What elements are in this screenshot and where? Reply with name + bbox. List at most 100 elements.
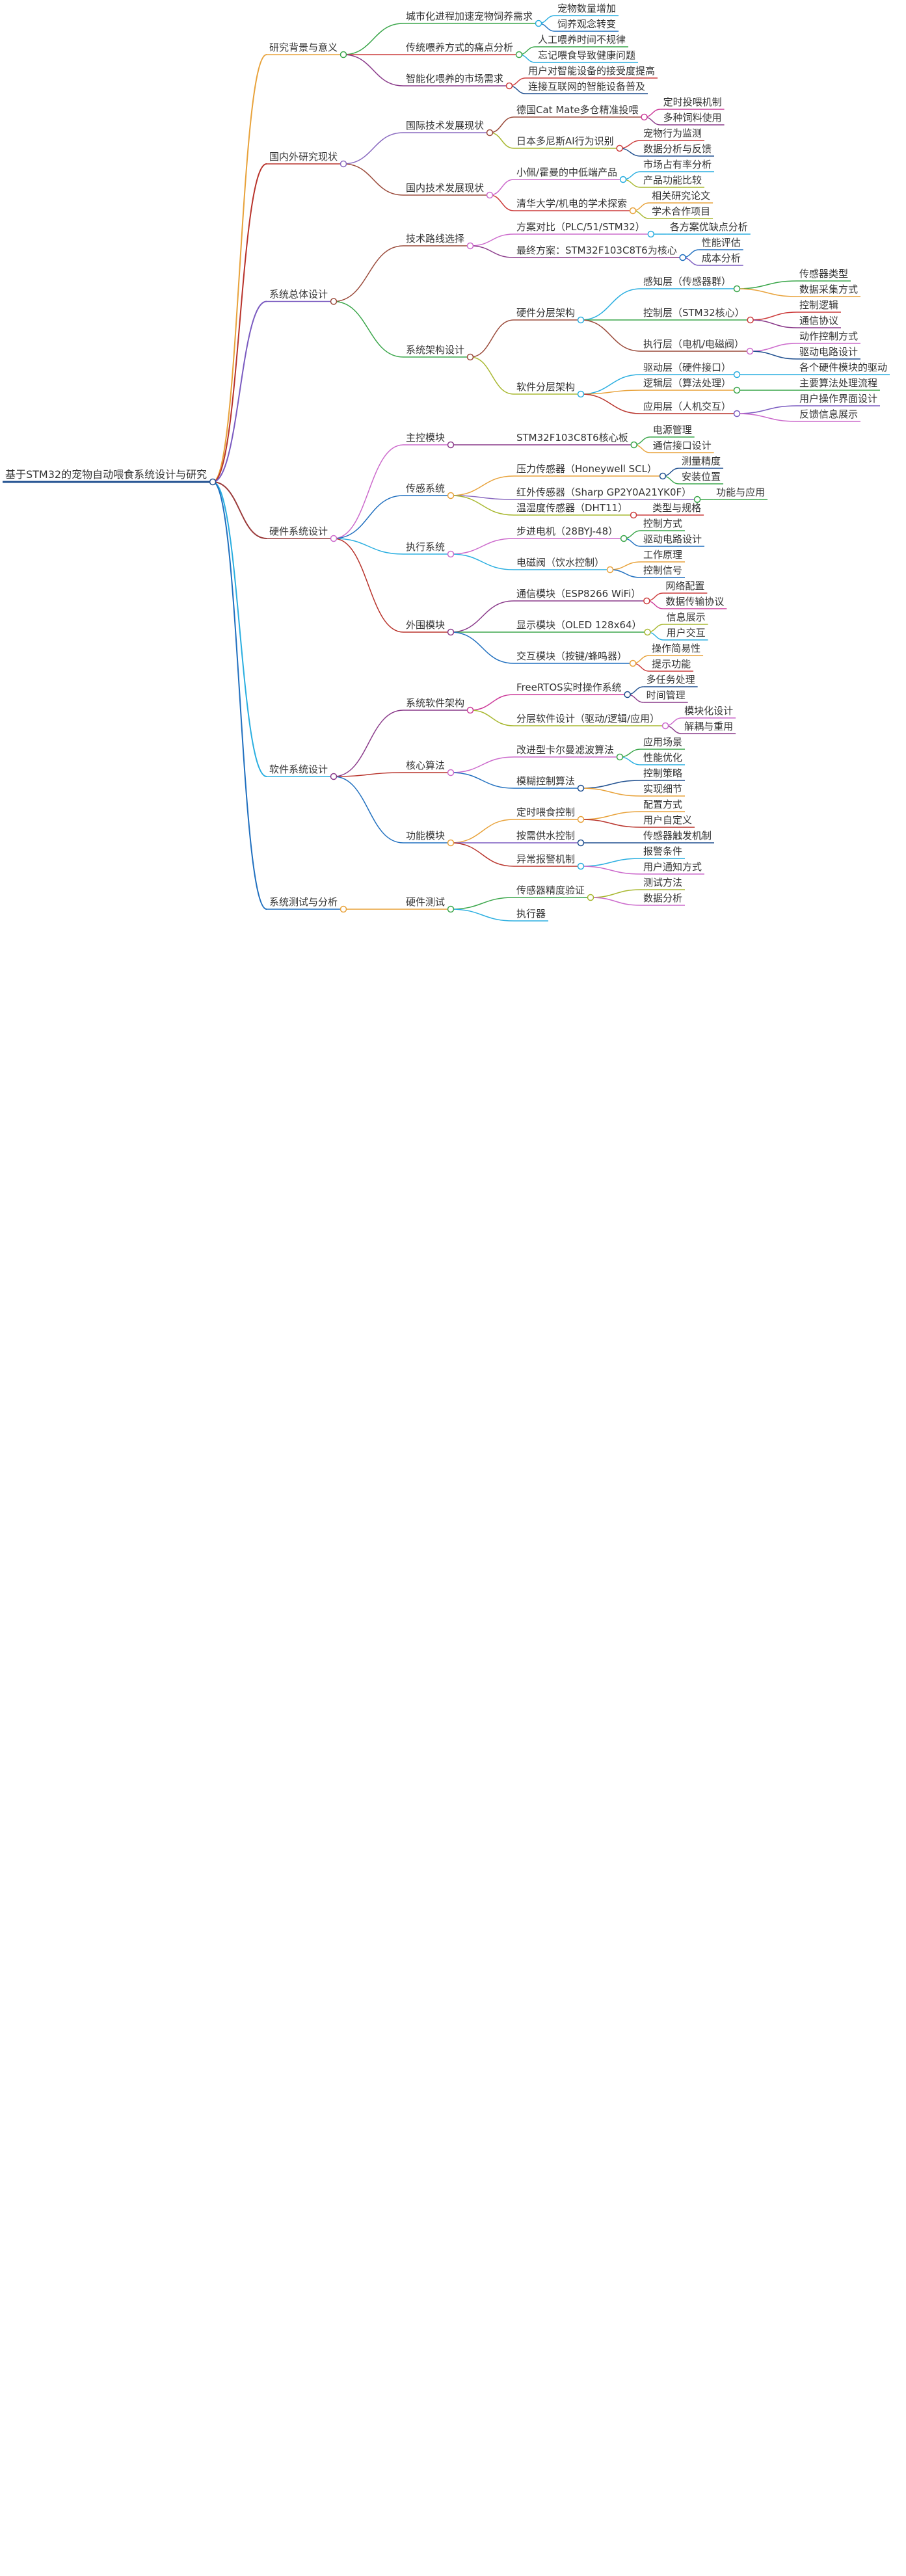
topic-node[interactable]: 系统总体设计 — [267, 289, 338, 305]
topic-node[interactable]: 传感器精度验证 — [514, 884, 594, 901]
topic-node[interactable]: 多种饲料使用 — [660, 112, 725, 126]
topic-node[interactable]: 交互模块（按键/蜂鸣器） — [514, 650, 637, 667]
topic-node[interactable]: 提示功能 — [649, 658, 694, 672]
collapse-toggle-icon[interactable] — [693, 496, 701, 503]
topic-node[interactable]: 外围模块 — [403, 619, 455, 636]
topic-node[interactable]: 模块化设计 — [682, 705, 736, 719]
topic-node[interactable]: 德国Cat Mate多仓精准投喂 — [514, 104, 648, 121]
collapse-toggle-icon[interactable] — [606, 566, 614, 574]
collapse-toggle-icon[interactable] — [447, 550, 455, 558]
topic-node[interactable]: 逻辑层（算法处理） — [641, 377, 741, 394]
topic-node[interactable]: 控制信号 — [641, 564, 686, 578]
topic-node[interactable]: 多任务处理 — [643, 674, 698, 687]
collapse-toggle-icon[interactable] — [340, 905, 347, 913]
topic-node[interactable]: 控制方式 — [641, 518, 686, 531]
collapse-toggle-icon[interactable] — [619, 176, 627, 183]
topic-node[interactable]: 清华大学/机电的学术探索 — [514, 198, 637, 215]
collapse-toggle-icon[interactable] — [624, 691, 631, 698]
topic-node[interactable]: 工作原理 — [641, 549, 686, 563]
topic-node[interactable]: 城市化进程加速宠物饲养需求 — [403, 10, 542, 27]
topic-node[interactable]: 执行层（电机/电磁阀） — [641, 338, 754, 355]
topic-node[interactable]: 传感器类型 — [797, 268, 851, 282]
topic-node[interactable]: 信息展示 — [663, 611, 708, 625]
collapse-toggle-icon[interactable] — [577, 316, 585, 324]
collapse-toggle-icon[interactable] — [616, 753, 624, 761]
collapse-toggle-icon[interactable] — [340, 160, 347, 168]
collapse-toggle-icon[interactable] — [486, 191, 494, 199]
topic-node[interactable]: 安装位置 — [679, 471, 724, 485]
collapse-toggle-icon[interactable] — [330, 535, 338, 542]
collapse-toggle-icon[interactable] — [661, 722, 669, 730]
topic-node[interactable]: 方案对比（PLC/51/STM32） — [514, 221, 655, 238]
topic-node[interactable]: 系统架构设计 — [403, 344, 474, 361]
collapse-toggle-icon[interactable] — [647, 230, 655, 238]
topic-node[interactable]: 日本多尼斯AI行为识别 — [514, 135, 623, 152]
topic-node[interactable]: 研究背景与意义 — [267, 42, 347, 59]
topic-node[interactable]: 实现细节 — [641, 783, 686, 797]
collapse-toggle-icon[interactable] — [679, 254, 686, 261]
topic-node[interactable]: 市场占有率分析 — [641, 159, 715, 172]
topic-node[interactable]: 用户自定义 — [641, 814, 695, 828]
topic-node[interactable]: 连接互联网的智能设备普及 — [526, 81, 648, 94]
collapse-toggle-icon[interactable] — [577, 390, 585, 398]
topic-node[interactable]: 应用层（人机交互） — [641, 401, 741, 418]
topic-node[interactable]: 时间管理 — [643, 689, 688, 703]
collapse-toggle-icon[interactable] — [330, 298, 338, 305]
collapse-toggle-icon[interactable] — [535, 20, 542, 27]
topic-node[interactable]: 执行系统 — [403, 541, 455, 558]
topic-node[interactable]: FreeRTOS实时操作系统 — [514, 682, 631, 698]
topic-node[interactable]: 驱动层（硬件接口） — [641, 362, 741, 378]
topic-node[interactable]: 软件分层架构 — [514, 381, 585, 398]
topic-node[interactable]: 分层软件设计（驱动/逻辑/应用） — [514, 713, 669, 730]
topic-node[interactable]: 定时喂食控制 — [514, 806, 585, 823]
topic-node[interactable]: 模糊控制算法 — [514, 775, 585, 792]
collapse-toggle-icon[interactable] — [466, 353, 474, 361]
collapse-toggle-icon[interactable] — [620, 535, 628, 542]
topic-node[interactable]: 硬件系统设计 — [267, 525, 338, 542]
topic-node[interactable]: 硬件测试 — [403, 896, 455, 913]
collapse-toggle-icon[interactable] — [330, 773, 338, 780]
topic-node[interactable]: 通信协议 — [797, 315, 842, 328]
collapse-toggle-icon[interactable] — [515, 51, 523, 59]
topic-node[interactable]: 系统软件架构 — [403, 697, 474, 714]
topic-node[interactable]: 测试方法 — [641, 877, 686, 890]
topic-node[interactable]: 电源管理 — [650, 424, 695, 438]
topic-node[interactable]: 性能评估 — [699, 237, 743, 250]
topic-node[interactable]: 用户交互 — [663, 627, 708, 641]
collapse-toggle-icon[interactable] — [643, 597, 650, 605]
collapse-toggle-icon[interactable] — [733, 410, 741, 418]
collapse-toggle-icon[interactable] — [659, 472, 667, 480]
collapse-toggle-icon[interactable] — [447, 492, 455, 499]
topic-node[interactable]: 感知层（传感器群） — [641, 276, 741, 293]
topic-node[interactable]: 类型与规格 — [650, 502, 704, 516]
collapse-toggle-icon[interactable] — [629, 659, 637, 667]
topic-node[interactable]: 通信接口设计 — [650, 440, 714, 453]
topic-node[interactable]: 显示模块（OLED 128x64） — [514, 619, 651, 636]
topic-node[interactable]: 产品功能比较 — [641, 174, 705, 188]
topic-node[interactable]: 红外传感器（Sharp GP2Y0A21YK0F） — [514, 486, 701, 503]
topic-node[interactable]: 成本分析 — [699, 252, 743, 266]
collapse-toggle-icon[interactable] — [577, 816, 585, 823]
topic-node[interactable]: 国内外研究现状 — [267, 151, 347, 168]
topic-node[interactable]: 操作简易性 — [649, 643, 704, 656]
topic-node[interactable]: 技术路线选择 — [403, 233, 474, 250]
topic-node[interactable]: 系统测试与分析 — [267, 896, 347, 913]
topic-node[interactable]: 驱动电路设计 — [641, 533, 705, 547]
topic-node[interactable]: 硬件分层架构 — [514, 307, 585, 324]
topic-node[interactable]: 宠物数量增加 — [555, 3, 619, 16]
topic-node[interactable]: 控制策略 — [641, 767, 686, 781]
topic-node[interactable]: 软件系统设计 — [267, 764, 338, 780]
topic-node[interactable]: 功能与应用 — [713, 486, 768, 500]
topic-node[interactable]: 测量精度 — [679, 455, 724, 469]
collapse-toggle-icon[interactable] — [733, 285, 741, 293]
collapse-toggle-icon[interactable] — [577, 839, 585, 847]
topic-node[interactable]: 反馈信息展示 — [797, 408, 861, 422]
collapse-toggle-icon[interactable] — [577, 862, 585, 870]
topic-node[interactable]: 智能化喂养的市场需求 — [403, 73, 513, 90]
topic-node[interactable]: 小佩/霍曼的中低端产品 — [514, 166, 627, 183]
collapse-toggle-icon[interactable] — [630, 511, 637, 519]
collapse-toggle-icon[interactable] — [616, 144, 623, 152]
topic-node[interactable]: 改进型卡尔曼滤波算法 — [514, 744, 624, 761]
collapse-toggle-icon[interactable] — [447, 628, 455, 636]
topic-node[interactable]: 温湿度传感器（DHT11） — [514, 502, 637, 519]
